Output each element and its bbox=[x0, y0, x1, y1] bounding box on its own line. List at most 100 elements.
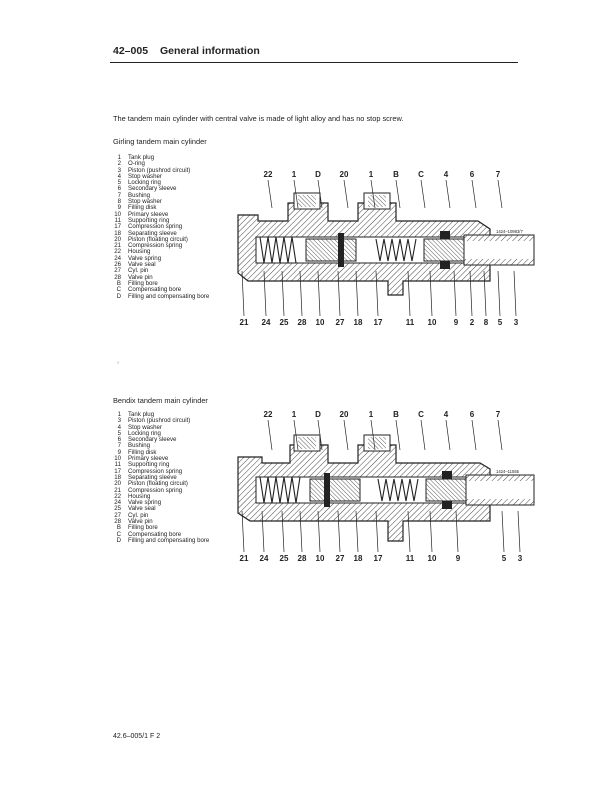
legend-text: Primary sleeve bbox=[128, 455, 169, 463]
leader-line bbox=[429, 510, 433, 553]
callout-label: 1 bbox=[369, 410, 374, 419]
callout-label: 25 bbox=[280, 318, 289, 327]
leader-line bbox=[317, 510, 321, 553]
leader-line bbox=[497, 270, 501, 317]
legend-text: Bushing bbox=[128, 191, 151, 199]
leader-line bbox=[317, 270, 321, 317]
leader-line bbox=[395, 419, 401, 451]
leader-line bbox=[343, 179, 349, 209]
legend-text: Compression spring bbox=[128, 486, 183, 494]
legend-row: 25 Valve seal bbox=[100, 505, 209, 513]
callout-label: 3 bbox=[518, 554, 523, 563]
legend-number: 4 bbox=[117, 172, 121, 180]
legend-number: 25 bbox=[114, 505, 121, 513]
legend-text: Piston (pushrod circuit) bbox=[128, 166, 191, 174]
leader-line bbox=[497, 419, 503, 451]
legend-number: 20 bbox=[114, 480, 121, 488]
leader-line bbox=[267, 179, 273, 209]
legend-number: 28 bbox=[114, 518, 121, 526]
legend-text: Piston (floating circuit) bbox=[128, 235, 188, 243]
legend-text: Locking ring bbox=[128, 429, 161, 437]
legend-number: D bbox=[116, 536, 121, 544]
callout-label: 18 bbox=[354, 554, 363, 563]
leader-line bbox=[370, 179, 376, 209]
leader-line bbox=[471, 419, 477, 451]
leader-line bbox=[429, 270, 433, 317]
callout-label: 10 bbox=[428, 554, 437, 563]
legend-text: Bushing bbox=[128, 442, 151, 450]
legend-text: Locking ring bbox=[128, 179, 161, 187]
callout-label: 11 bbox=[406, 554, 415, 563]
callout-label: 27 bbox=[336, 318, 345, 327]
callout-label: 20 bbox=[340, 170, 349, 179]
legend-number: 22 bbox=[114, 492, 121, 500]
girling-title: Girling tandem main cylinder bbox=[113, 137, 207, 146]
stray-mark: ° bbox=[117, 362, 120, 368]
legend-number: C bbox=[116, 530, 121, 538]
leader-line bbox=[501, 510, 505, 553]
callout-label: 22 bbox=[264, 410, 273, 419]
leader-line bbox=[337, 510, 341, 553]
legend-text: Secondary sleeve bbox=[128, 436, 177, 444]
callout-label: 17 bbox=[374, 318, 383, 327]
legend-text: Piston (pushrod circuit) bbox=[128, 417, 191, 425]
legend-number: 7 bbox=[117, 442, 121, 450]
header-rule bbox=[110, 62, 518, 63]
callout-label: 7 bbox=[496, 410, 501, 419]
legend-number: 4 bbox=[117, 423, 121, 431]
legend-number: 8 bbox=[117, 198, 121, 206]
legend-text: Primary sleeve bbox=[128, 210, 169, 218]
legend-text: Compression spring bbox=[128, 242, 183, 250]
leader-line bbox=[407, 270, 411, 317]
legend-text: Separating sleeve bbox=[128, 473, 177, 481]
pushrod-piston bbox=[423, 238, 465, 262]
leader-line bbox=[513, 270, 517, 317]
callout-label: C bbox=[418, 170, 424, 179]
legend-number: 21 bbox=[114, 242, 121, 250]
leader-line bbox=[420, 179, 426, 209]
leader-line bbox=[395, 179, 401, 209]
legend-text: Stop washer bbox=[128, 172, 162, 180]
legend-text: Valve spring bbox=[128, 499, 162, 507]
callout-label: B bbox=[393, 410, 399, 419]
legend-text: Supporting ring bbox=[128, 216, 170, 224]
callout-label: 4 bbox=[444, 410, 449, 419]
callout-label: 10 bbox=[316, 554, 325, 563]
callout-label: B bbox=[393, 170, 399, 179]
valve-pin bbox=[324, 473, 330, 507]
legend-text: Stop washer bbox=[128, 198, 162, 206]
legend-text: Housing bbox=[128, 248, 151, 256]
callout-label: 22 bbox=[264, 170, 273, 179]
leader-line bbox=[355, 270, 359, 317]
legend-text: Valve seal bbox=[128, 505, 156, 513]
callout-label: 25 bbox=[280, 554, 289, 563]
page-footer: 42.6–005/1 F 2 bbox=[113, 733, 161, 740]
legend-row: 8 Stop washer bbox=[100, 198, 209, 206]
callout-label: 28 bbox=[298, 554, 307, 563]
legend-text: Valve seal bbox=[128, 261, 156, 269]
leader-line bbox=[455, 510, 459, 553]
leader-line bbox=[293, 419, 299, 451]
leader-line bbox=[375, 510, 379, 553]
legend-text: Compensating bore bbox=[128, 530, 182, 538]
callout-label: 17 bbox=[374, 554, 383, 563]
legend-row: 7 Bushing bbox=[100, 442, 209, 450]
legend-text: Tank plug bbox=[128, 411, 155, 418]
legend-text: Separating sleeve bbox=[128, 229, 177, 237]
legend-number: 1 bbox=[117, 154, 121, 161]
callout-label: 10 bbox=[428, 318, 437, 327]
